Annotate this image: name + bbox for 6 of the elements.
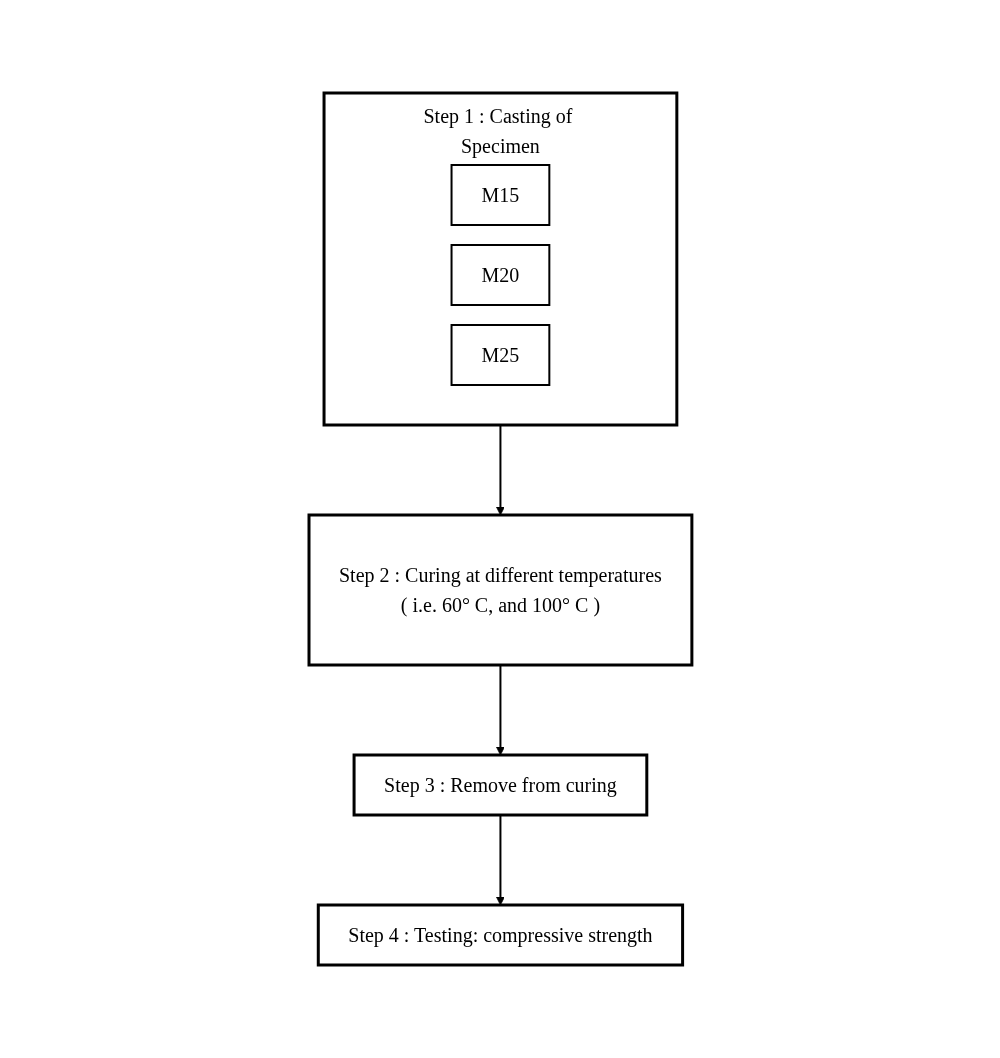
node-box: M20 [450,244,550,306]
node-box: Step 3 : Remove from curing [352,753,648,817]
node-box: Step 4 : Testing: compressive strength [316,903,684,967]
node-box: M15 [450,164,550,226]
node-box: Step 2 : Curing at different temperatures ( i.e. 60° C, and 100° C ) [307,513,693,667]
node-box: M25 [450,324,550,386]
